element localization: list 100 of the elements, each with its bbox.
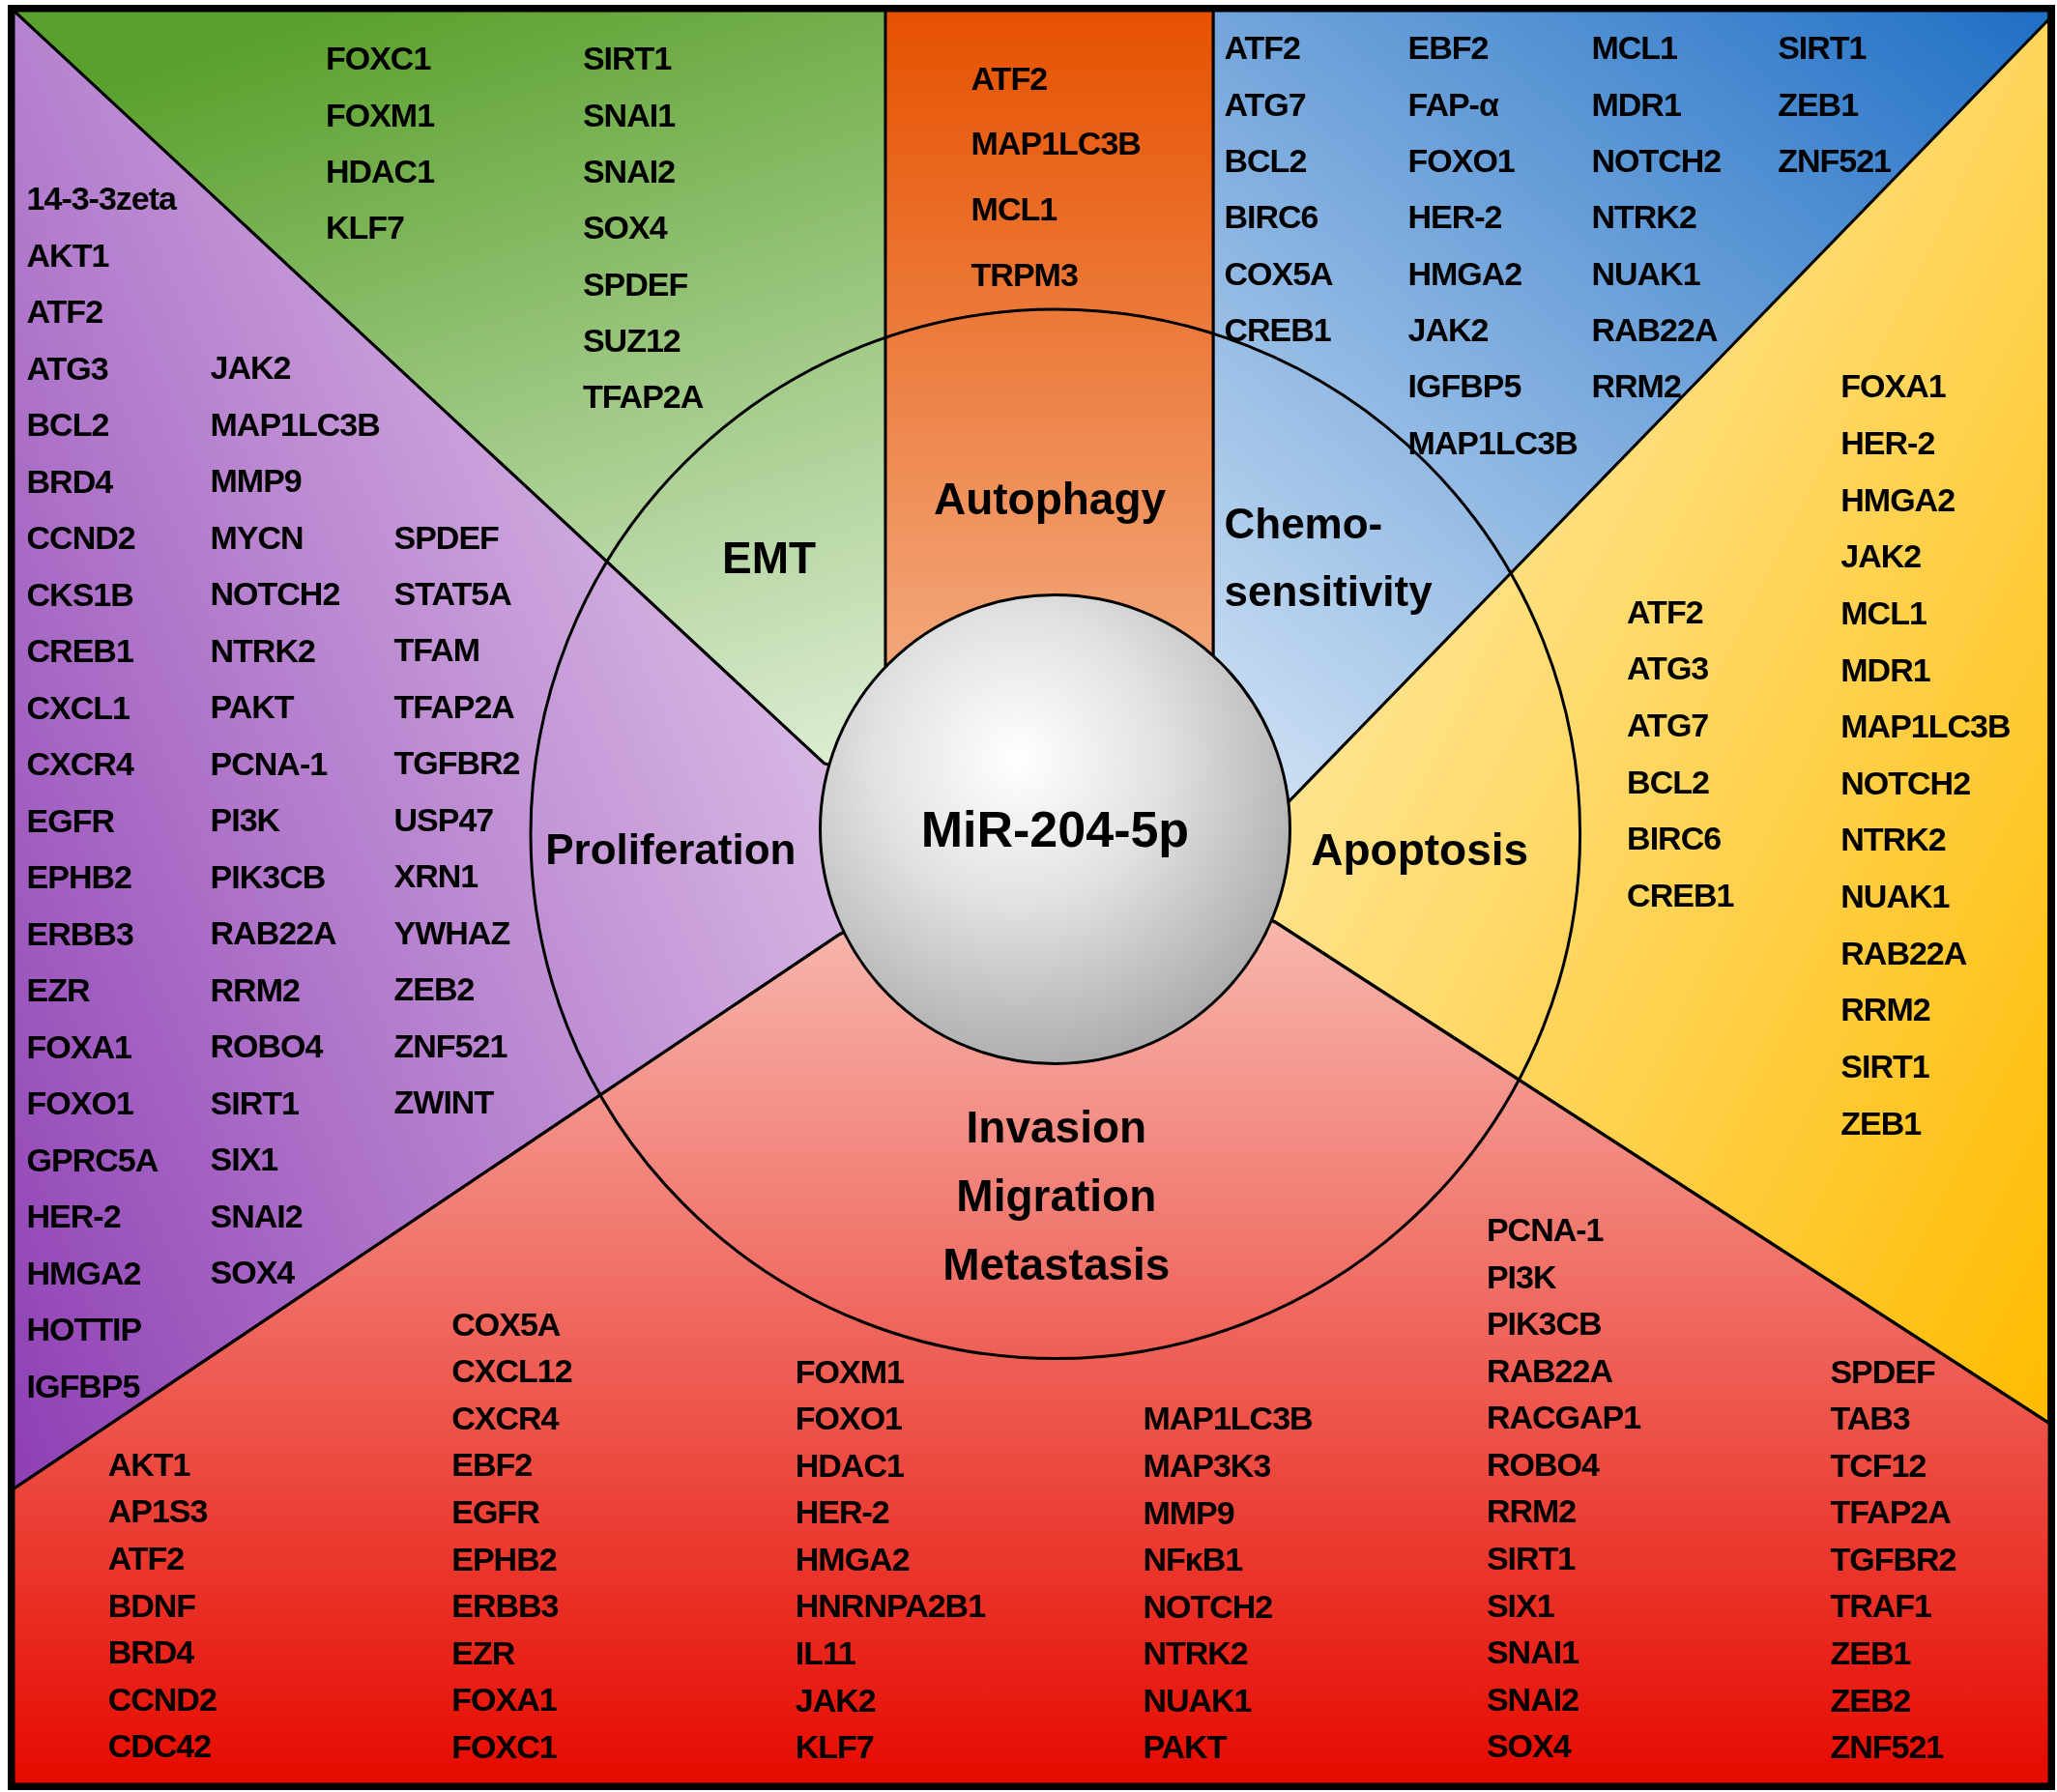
gene-label: FOXA1	[451, 1682, 557, 1720]
gene-label: BDNF	[107, 1587, 196, 1625]
gene-label: CKS1B	[26, 577, 133, 614]
gene-label: NTRK2	[210, 633, 315, 670]
gene-label: TGFBR2	[393, 745, 520, 783]
gene-label: SNAI2	[582, 154, 676, 190]
gene-label: IGFBP5	[26, 1368, 140, 1405]
gene-label: PAKT	[1143, 1729, 1227, 1767]
gene-label: EGFR	[26, 803, 114, 840]
gene-label: SIX1	[210, 1142, 278, 1178]
gene-label: TFAM	[393, 632, 480, 670]
gene-label: BIRC6	[1627, 821, 1722, 857]
gene-label: PI3K	[210, 802, 280, 840]
gene-label: FOXO1	[1407, 143, 1515, 180]
sector-title: Apoptosis	[1310, 825, 1530, 875]
gene-label: TRPM3	[971, 257, 1078, 294]
gene-label: NOTCH2	[1143, 1589, 1273, 1626]
gene-label: BIRC6	[1224, 199, 1318, 237]
gene-label: FOXA1	[26, 1029, 131, 1066]
gene-label: SIRT1	[1778, 30, 1867, 68]
gene-label: ERBB3	[26, 916, 133, 953]
gene-label: MCL1	[971, 191, 1057, 228]
gene-label: ATG7	[1627, 708, 1709, 744]
gene-label: FOXA1	[1840, 368, 1946, 406]
gene-label: COX5A	[451, 1307, 561, 1344]
gene-label: EZR	[26, 972, 90, 1009]
gene-label: HER-2	[1840, 425, 1935, 462]
gene-label: ZEB2	[1830, 1682, 1911, 1720]
sector-title: Invasion Migration Metastasis	[942, 1100, 1172, 1292]
gene-label: CCND2	[107, 1682, 217, 1719]
gene-label: JAK2	[210, 350, 291, 388]
gene-label: FOXM1	[325, 97, 435, 134]
gene-label: EPHB2	[26, 859, 131, 896]
gene-label: PAKT	[210, 689, 294, 727]
gene-label: ZEB1	[1778, 87, 1859, 124]
gene-label: HDAC1	[795, 1448, 904, 1485]
gene-label: NTRK2	[1591, 199, 1696, 237]
gene-label: CXCL12	[451, 1353, 572, 1390]
gene-label: GPRC5A	[26, 1142, 159, 1179]
gene-label: SIRT1	[1840, 1049, 1929, 1085]
gene-label: ERBB3	[451, 1588, 559, 1625]
gene-label: HER-2	[26, 1199, 121, 1235]
gene-label: PIK3CB	[1486, 1306, 1602, 1343]
gene-label: JAK2	[795, 1682, 876, 1720]
gene-label: HER-2	[1407, 199, 1502, 237]
gene-label: EPHB2	[451, 1541, 557, 1578]
gene-label: ATG3	[26, 351, 108, 388]
gene-label: EGFR	[451, 1494, 539, 1531]
gene-label: BCL2	[26, 407, 109, 445]
gene-label: SNAI2	[1486, 1682, 1579, 1719]
gene-label: CXCL1	[26, 690, 130, 727]
gene-label: HER-2	[795, 1494, 889, 1531]
gene-label: SIRT1	[582, 41, 672, 77]
gene-label: CCND2	[26, 520, 135, 557]
gene-label: RAB22A	[1486, 1353, 1612, 1390]
gene-label: TFAP2A	[582, 379, 704, 416]
gene-label: SPDEF	[393, 519, 499, 557]
gene-label: EBF2	[1407, 30, 1489, 68]
gene-label: KLF7	[325, 210, 404, 246]
gene-label: HNRNPA2B1	[795, 1588, 986, 1626]
gene-label: SNAI1	[1486, 1634, 1579, 1671]
gene-label: ZNF521	[1778, 143, 1891, 180]
gene-label: PCNA-1	[1486, 1212, 1604, 1249]
gene-label: MAP1LC3B	[210, 407, 380, 444]
gene-label: ATG3	[1627, 650, 1709, 688]
gene-label: SNAI1	[582, 97, 676, 134]
gene-label: FOXM1	[795, 1353, 904, 1391]
gene-label: ATF2	[107, 1541, 185, 1577]
gene-label: MYCN	[210, 520, 304, 557]
gene-label: RACGAP1	[1486, 1400, 1641, 1436]
gene-label: NTRK2	[1143, 1635, 1248, 1672]
gene-label: RRM2	[210, 972, 300, 1009]
gene-label: MDR1	[1840, 651, 1930, 689]
gene-label: TFAP2A	[393, 689, 514, 726]
gene-label: HMGA2	[1407, 256, 1522, 293]
gene-label: SIRT1	[1486, 1541, 1576, 1577]
gene-label: EBF2	[451, 1447, 533, 1485]
gene-label: NUAK1	[1143, 1683, 1252, 1720]
gene-label: XRN1	[393, 858, 478, 896]
gene-label: ZNF521	[1830, 1729, 1944, 1766]
gene-label: NUAK1	[1591, 256, 1700, 293]
sector-title: Autophagy	[932, 474, 1168, 524]
gene-label: BCL2	[1224, 143, 1307, 180]
gene-label: MDR1	[1591, 87, 1681, 124]
gene-label: ROBO4	[1486, 1447, 1599, 1484]
sector-title: Chemo- sensitivity	[1224, 498, 1434, 617]
gene-label: RAB22A	[210, 915, 336, 952]
gene-label: BCL2	[1627, 765, 1709, 801]
gene-label: NOTCH2	[1591, 143, 1722, 180]
gene-label: SOX4	[1486, 1728, 1571, 1766]
gene-label: ATF2	[971, 60, 1048, 98]
gene-label: RRM2	[1486, 1493, 1577, 1531]
gene-label: USP47	[393, 802, 494, 839]
gene-label: JAK2	[1840, 538, 1922, 575]
gene-label: RAB22A	[1591, 312, 1718, 349]
gene-label: ATF2	[1627, 594, 1703, 631]
gene-label: STAT5A	[393, 576, 511, 613]
gene-label: TAB3	[1830, 1401, 1910, 1437]
gene-label: ATG7	[1224, 87, 1306, 124]
gene-label: MMP9	[1143, 1494, 1234, 1532]
